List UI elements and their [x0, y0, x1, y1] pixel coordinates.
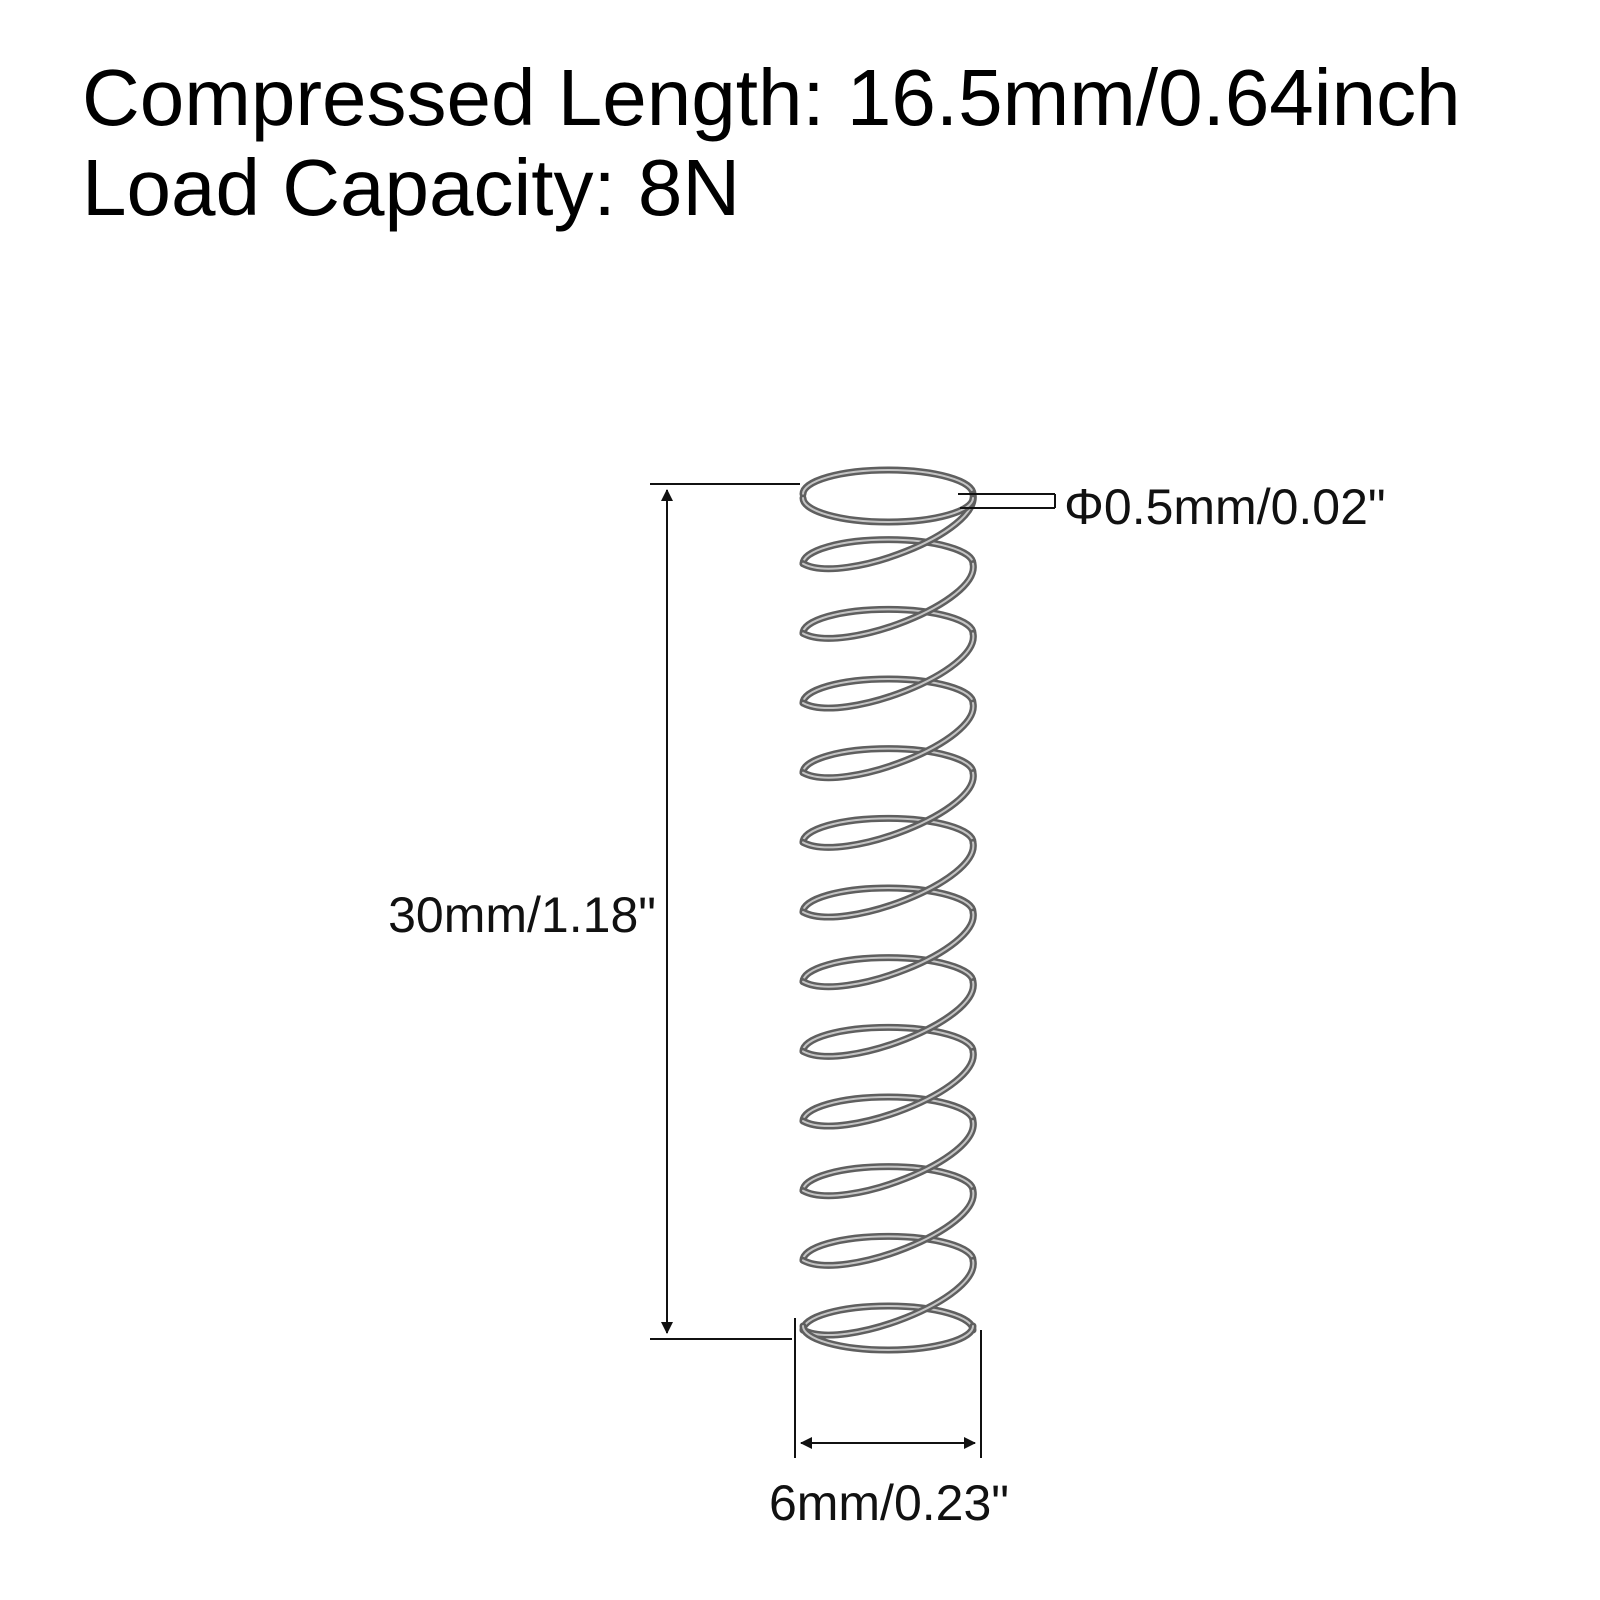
- spring-coil-back-highlight: [802, 1026, 974, 1053]
- spring-coil-back-highlight: [802, 817, 974, 844]
- spring-coil-front-highlight: [802, 1259, 975, 1336]
- spring-coil-front-highlight: [802, 1050, 975, 1127]
- spring-coil-back: [799, 466, 977, 498]
- spring-bottom-end-highlight: [802, 1325, 974, 1351]
- spring-coil-front-highlight: [802, 841, 975, 918]
- load-capacity-text: Load Capacity: 8N: [82, 143, 741, 232]
- spring-coil-back-highlight: [802, 1096, 974, 1122]
- spring-coil-front-highlight: [802, 1189, 975, 1267]
- spring-coil-back-highlight: [802, 956, 974, 983]
- spring-coil-back-highlight: [802, 608, 974, 635]
- spring-coil-front-highlight: [802, 911, 975, 988]
- compressed-length-text: Compressed Length: 16.5mm/0.64inch: [82, 53, 1461, 142]
- wire-diameter-label: Φ0.5mm/0.02": [1064, 479, 1386, 535]
- spring-coil-back-highlight: [802, 1235, 974, 1262]
- spring-coil-front-highlight: [802, 771, 975, 849]
- spring-coil-front-highlight: [802, 1120, 975, 1197]
- dimension-lines: [650, 483, 1056, 1458]
- spring-coil-back-highlight: [802, 1165, 974, 1192]
- spring-coil-back-highlight: [802, 887, 974, 913]
- spring-coil-back-highlight: [802, 1305, 974, 1331]
- spring-coil-front-highlight: [802, 980, 975, 1058]
- outer-diameter-label: 6mm/0.23": [769, 1475, 1009, 1531]
- spring-coil-back-highlight: [802, 747, 974, 774]
- spring-coil-back-highlight: [802, 538, 974, 565]
- spring-coil-front-highlight: [802, 562, 975, 640]
- spring-coil-front-highlight: [802, 632, 975, 709]
- spring-coil-back-highlight: [802, 469, 974, 495]
- free-length-label: 30mm/1.18": [388, 887, 656, 943]
- spring-coil-front-highlight: [802, 702, 975, 779]
- spring-top-end-coil: [799, 494, 977, 526]
- spring-coil-back-highlight: [802, 678, 974, 704]
- compression-spring: [799, 466, 977, 1354]
